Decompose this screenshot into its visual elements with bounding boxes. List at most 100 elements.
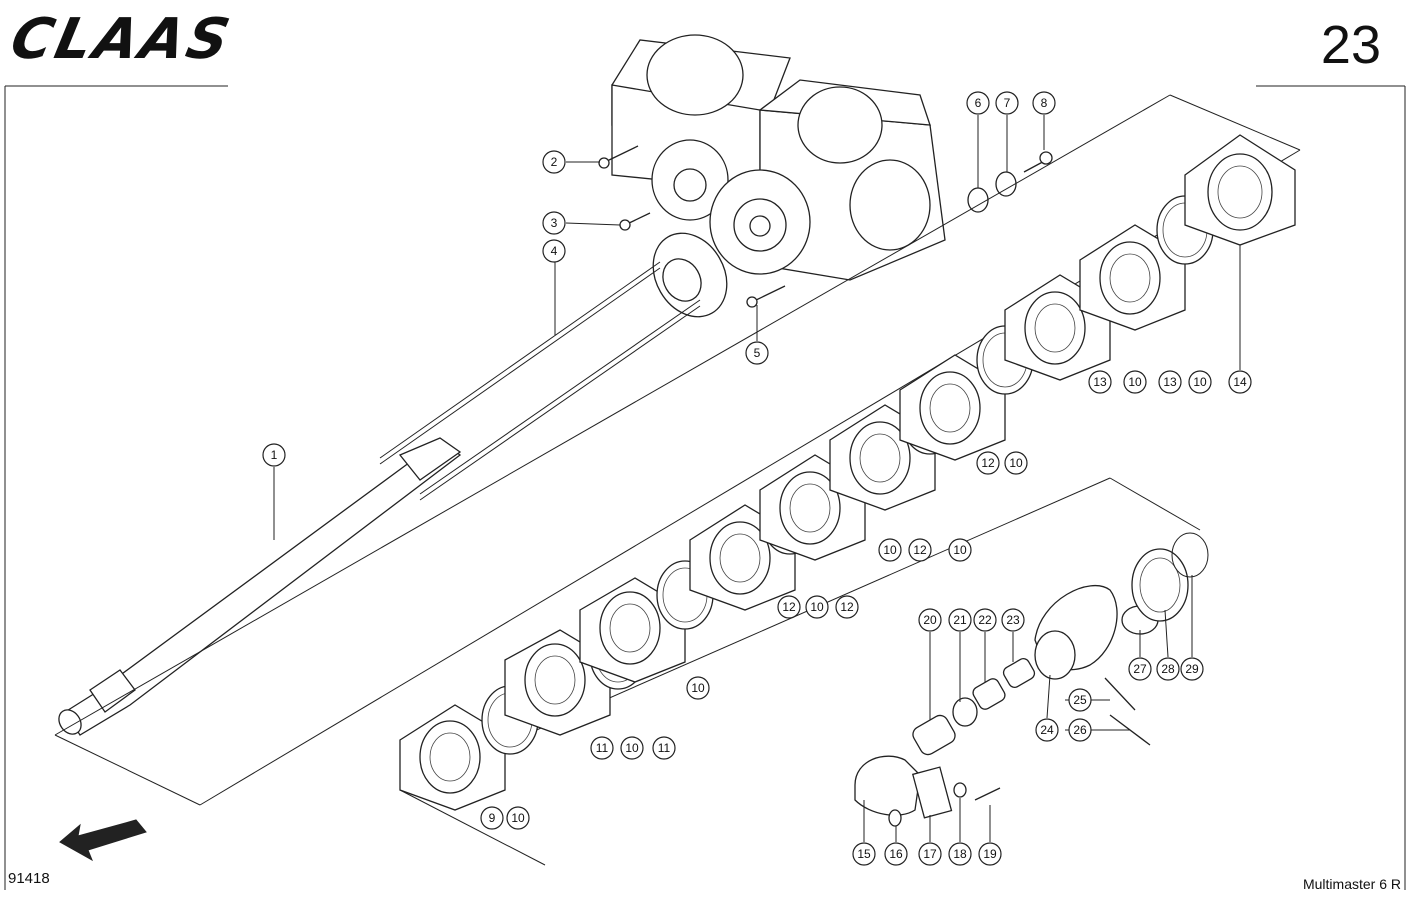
svg-text:27: 27 [1133,662,1147,676]
callout-22: 22 [973,608,997,632]
svg-text:10: 10 [625,741,639,755]
svg-text:10: 10 [691,681,705,695]
callout-13: 13 [1088,370,1112,394]
svg-text:17: 17 [923,847,937,861]
callout-29: 29 [1180,657,1204,681]
direction-arrow-icon [59,819,147,862]
svg-text:12: 12 [981,456,995,470]
svg-text:29: 29 [1185,662,1199,676]
nut-part-6 [967,187,989,213]
flange-part-4 [652,232,728,318]
svg-text:14: 14 [1233,375,1247,389]
svg-text:12: 12 [913,543,927,557]
svg-text:15: 15 [857,847,871,861]
callout-10: 10 [948,538,972,562]
bearing-sleeve-14 [1184,134,1296,246]
callout-12: 12 [908,538,932,562]
svg-text:8: 8 [1041,96,1048,110]
callout-14: 14 [1228,370,1252,394]
model-name: Multimaster 6 R [1302,876,1401,892]
svg-text:13: 13 [1093,375,1107,389]
svg-text:28: 28 [1161,662,1175,676]
bearing-chain [399,134,1296,811]
svg-text:4: 4 [551,244,558,258]
bolt-part-2 [598,145,639,169]
callout-10: 10 [878,538,902,562]
svg-text:10: 10 [810,600,824,614]
callout-4: 4 [542,239,566,263]
callout-23: 23 [1001,608,1025,632]
svg-text:25: 25 [1073,693,1087,707]
svg-text:10: 10 [1193,375,1207,389]
svg-text:26: 26 [1073,723,1087,737]
svg-text:11: 11 [596,741,609,755]
svg-text:13: 13 [1163,375,1177,389]
svg-text:10: 10 [953,543,967,557]
callout-26: 26 [1068,718,1092,742]
svg-text:6: 6 [975,96,982,110]
svg-text:18: 18 [953,847,967,861]
bolt-part-8 [1023,151,1053,173]
callout-11: 11 [590,736,614,760]
page-number: 23 [1320,15,1381,75]
svg-text:16: 16 [889,847,903,861]
callout-2: 2 [542,150,566,174]
lower-right-assembly [854,532,1209,827]
callout-10: 10 [1188,370,1212,394]
callout-13: 13 [1158,370,1182,394]
drawing-number: 91418 [8,870,50,887]
bearing-sleeve-13b [1079,224,1186,331]
callout-27: 27 [1128,657,1152,681]
svg-text:10: 10 [883,543,897,557]
callout-20: 20 [918,608,942,632]
callout-15: 15 [852,842,876,866]
bearing-sleeve-12d [899,354,1006,461]
svg-text:10: 10 [511,811,525,825]
callout-25: 25 [1068,688,1092,712]
callout-18: 18 [948,842,972,866]
callout-11: 11 [652,736,676,760]
callout-28: 28 [1156,657,1180,681]
svg-text:24: 24 [1040,723,1054,737]
svg-text:1: 1 [271,448,278,462]
svg-text:11: 11 [658,741,671,755]
svg-text:3: 3 [551,216,558,230]
callout-3: 3 [542,211,566,235]
callout-10: 10 [1004,451,1028,475]
tube-part-4 [379,261,701,501]
callout-24: 24 [1035,718,1059,742]
svg-text:2: 2 [551,155,558,169]
callout-21: 21 [948,608,972,632]
frame-lines [4,85,1406,890]
callout-12: 12 [777,595,801,619]
bearing-sleeve-9 [399,704,506,811]
svg-text:9: 9 [489,811,496,825]
svg-text:23: 23 [1006,613,1020,627]
svg-text:7: 7 [1004,96,1011,110]
svg-text:21: 21 [953,613,967,627]
svg-text:10: 10 [1128,375,1142,389]
svg-text:5: 5 [754,346,761,360]
callout-19: 19 [978,842,1002,866]
callout-10: 10 [686,676,710,700]
bolt-part-3 [619,212,651,231]
callout-10: 10 [620,736,644,760]
callout-8: 8 [1032,91,1056,115]
svg-text:12: 12 [840,600,854,614]
svg-text:20: 20 [923,613,937,627]
svg-text:10: 10 [1009,456,1023,470]
washer-part-7 [995,171,1017,197]
bolt-part-5 [746,285,786,308]
svg-text:22: 22 [978,613,992,627]
callout-17: 17 [918,842,942,866]
callout-12: 12 [835,595,859,619]
svg-text:12: 12 [782,600,796,614]
callout-10: 10 [805,595,829,619]
main-shaft-part-1 [58,437,462,736]
callout-10: 10 [506,806,530,830]
callout-6: 6 [966,91,990,115]
callout-16: 16 [884,842,908,866]
gearbox-housing [611,34,946,281]
callout-10: 10 [1123,370,1147,394]
